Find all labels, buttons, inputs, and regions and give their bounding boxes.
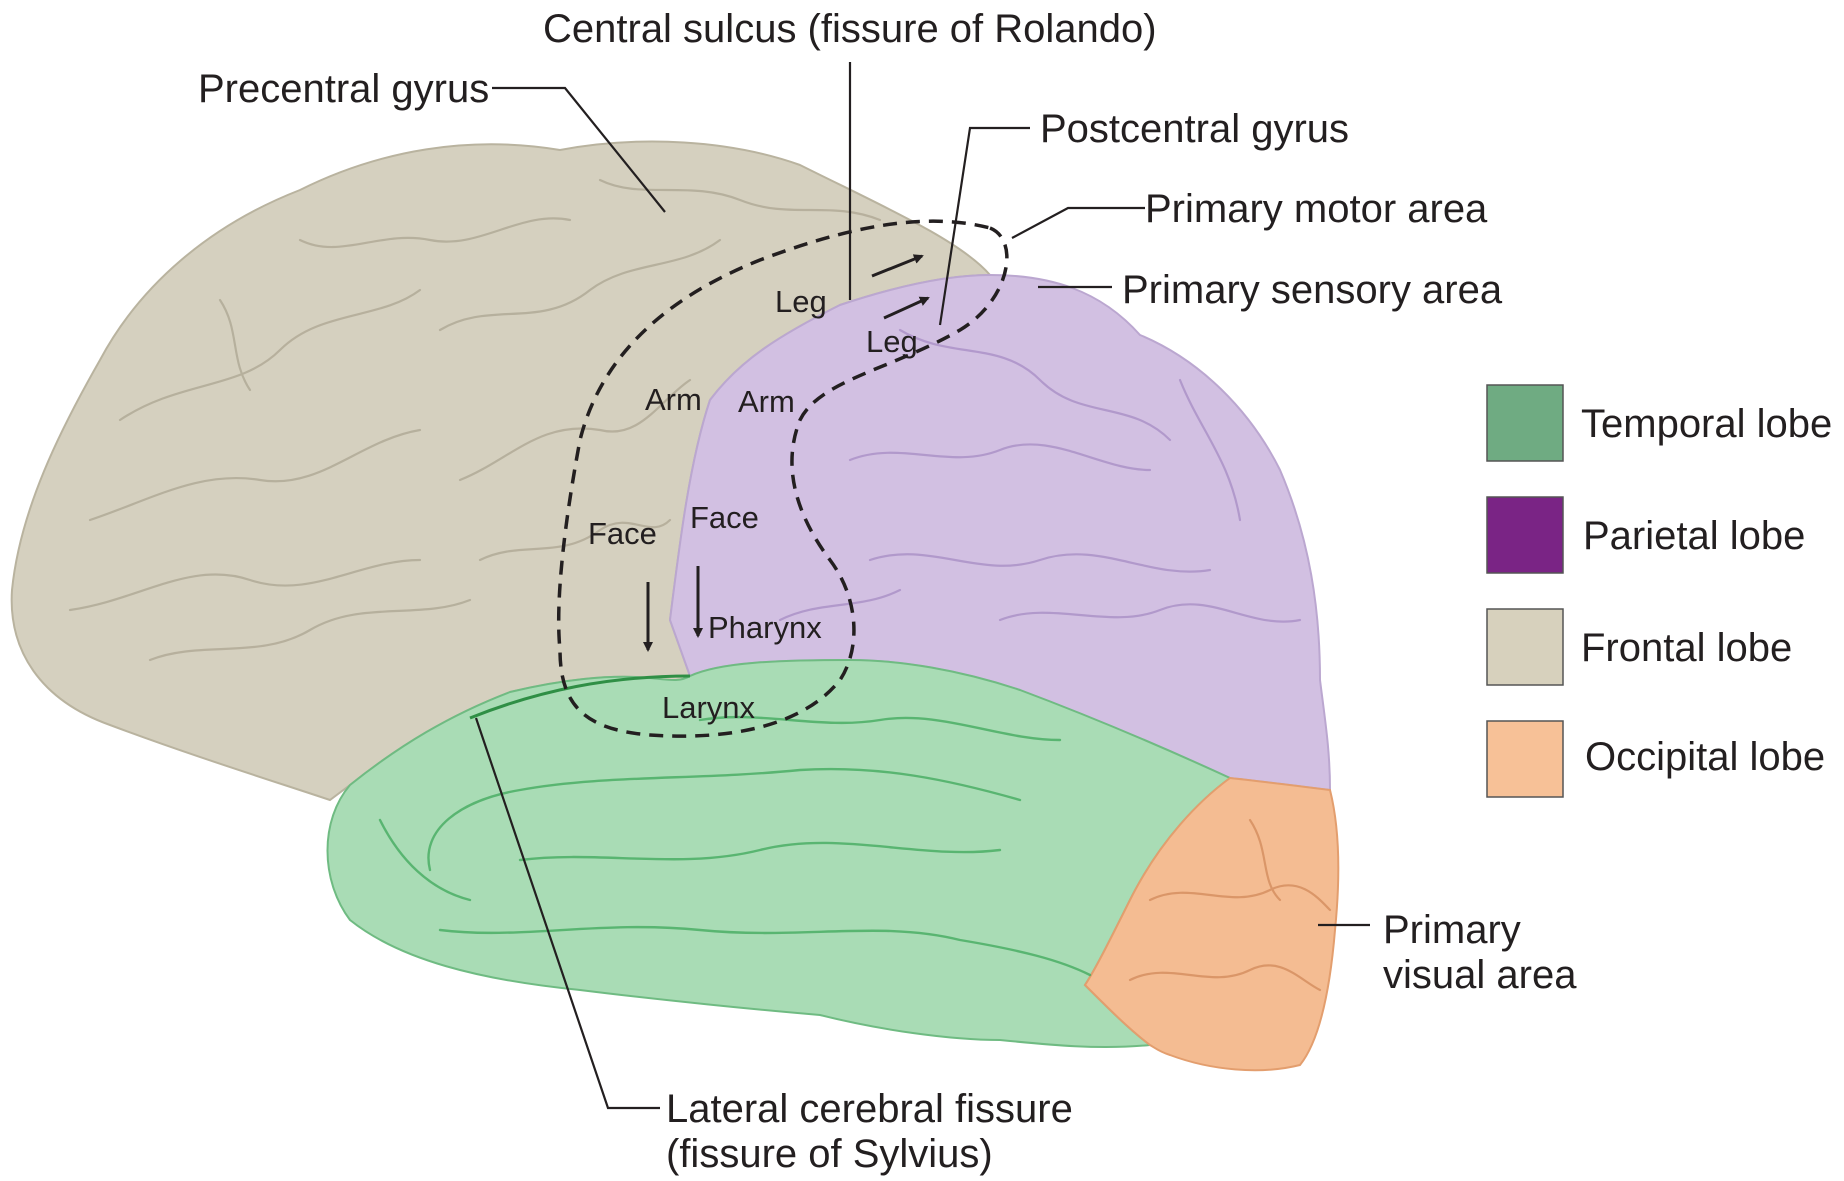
motor-leg-label: Leg: [775, 284, 827, 319]
leader-primary-motor-area: [1012, 208, 1145, 238]
legend-label-occipital: Occipital lobe: [1585, 735, 1825, 779]
sensory-larynx-label: Larynx: [662, 690, 756, 725]
legend-label-temporal: Temporal lobe: [1581, 402, 1832, 446]
central-sulcus-label: Central sulcus (fissure of Rolando): [543, 7, 1157, 51]
sensory-arm-label: Arm: [738, 384, 795, 419]
sensory-pharynx-label: Pharynx: [708, 610, 822, 645]
primary-visual-area-label-line1: Primary: [1383, 908, 1521, 952]
legend-swatch-frontal: [1487, 609, 1563, 685]
primary-sensory-area-label: Primary sensory area: [1122, 268, 1503, 312]
legend-label-parietal: Parietal lobe: [1583, 514, 1805, 558]
legend-swatch-temporal: [1487, 385, 1563, 461]
sensory-leg-label: Leg: [866, 324, 918, 359]
legend-swatch-parietal: [1487, 497, 1563, 573]
primary-visual-area-label-line2: visual area: [1383, 953, 1577, 997]
legend-swatch-occipital: [1487, 721, 1563, 797]
primary-motor-area-label: Primary motor area: [1145, 187, 1488, 231]
legend: Temporal lobe Parietal lobe Frontal lobe…: [1487, 385, 1832, 797]
precentral-gyrus-label: Precentral gyrus: [198, 67, 489, 111]
lateral-fissure-label-line1: Lateral cerebral fissure: [666, 1087, 1073, 1131]
motor-face-label: Face: [588, 516, 657, 551]
postcentral-gyrus-label: Postcentral gyrus: [1040, 107, 1349, 151]
lateral-fissure-label-line2: (fissure of Sylvius): [666, 1132, 993, 1176]
motor-arm-label: Arm: [645, 382, 702, 417]
sensory-face-label: Face: [690, 500, 759, 535]
legend-label-frontal: Frontal lobe: [1581, 626, 1792, 670]
